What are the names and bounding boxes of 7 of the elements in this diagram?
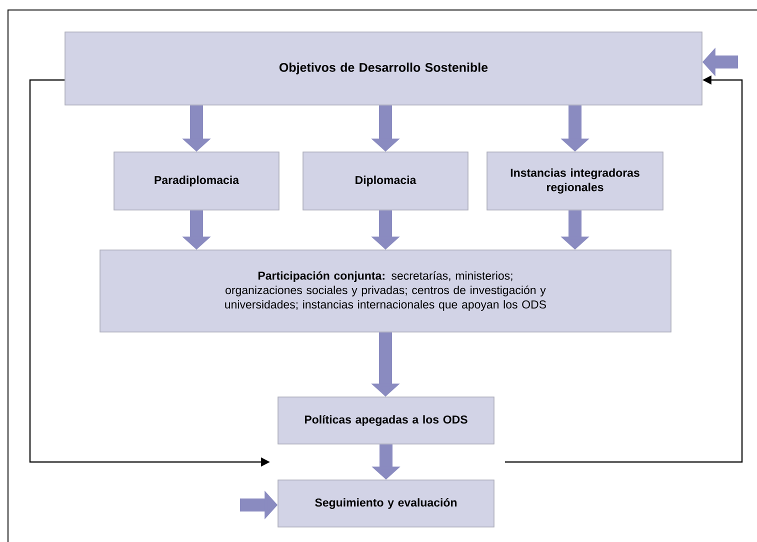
process-box: Objetivos de Desarrollo Sostenible (64, 32, 702, 106)
process-box: Seguimiento y evaluación (278, 480, 494, 528)
process-box: Diplomacia (302, 152, 468, 210)
process-box: Participación conjunta: secretarías, ministerios; organizaciones sociales y privadas; centros de investigación y universidades; instancias internacionales que apoyan los ODS (100, 250, 672, 332)
process-box: Políticas apegadas a los ODS (278, 396, 494, 444)
process-box: Paradiplomacia (114, 152, 280, 210)
process-box: Instancias integradoras regionales (486, 152, 664, 210)
